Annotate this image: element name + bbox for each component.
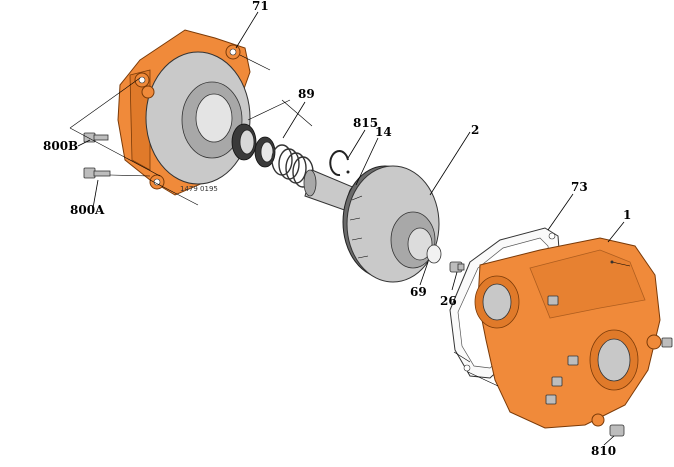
label-815: 815 — [353, 116, 378, 130]
label-800B: 800B — [43, 139, 78, 153]
label-71: 71 — [252, 0, 269, 13]
label-2: 2 — [471, 123, 479, 137]
part-810-bolt — [609, 424, 625, 437]
part-800A-bolt — [83, 167, 111, 179]
part-labels: 71 89 815 14 2 73 1 800B 800A 69 26 810 … — [43, 0, 631, 458]
label-26: 26 — [440, 294, 457, 308]
part-89-seal — [231, 123, 314, 188]
leader-lines — [69, 11, 625, 446]
part-815-circlip — [329, 150, 350, 177]
label-800A: 800A — [70, 203, 105, 217]
drawing-code: 1479 0195 — [180, 185, 218, 193]
label-14: 14 — [375, 125, 392, 139]
part-2-impeller — [342, 165, 442, 283]
part-26-plug — [449, 261, 465, 273]
label-810: 810 — [591, 444, 616, 458]
label-69: 69 — [410, 285, 427, 299]
label-89: 89 — [298, 87, 315, 101]
label-73: 73 — [571, 180, 588, 194]
part-1-pump-casing — [474, 237, 673, 429]
label-1: 1 — [623, 208, 631, 222]
part-71-bracket — [117, 29, 251, 196]
